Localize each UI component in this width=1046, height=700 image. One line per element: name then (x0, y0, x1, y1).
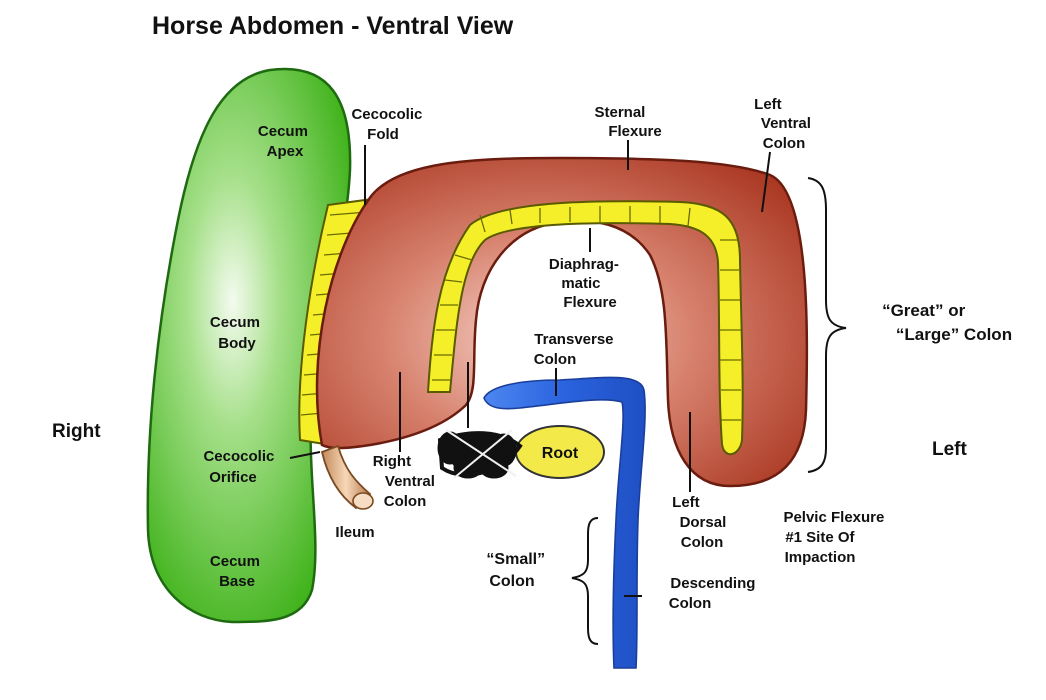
label-right-ventral-colon: Right Ventral Colon (373, 453, 439, 510)
leader-lines (289, 140, 771, 597)
label-diaphragmatic-flexure: Diaphrag- matic Flexure (549, 256, 623, 311)
label-cecum-apex: Cecum Apex (258, 123, 312, 160)
label-great-colon: “Great” or “Large” Colon (882, 301, 1012, 344)
label-small-colon: “Small” Colon (486, 551, 549, 590)
label-cecum-base: Cecum Base (210, 553, 264, 590)
label-right: Right (52, 421, 101, 442)
small-colon-shape (483, 376, 646, 669)
label-cecocolic-orifice: Cecocolic Orifice (203, 448, 278, 486)
label-left-ventral-colon: Left Ventral Colon (754, 96, 815, 152)
label-left: Left (932, 439, 968, 460)
colon-fold-hatching (432, 206, 741, 421)
label-ileum: Ileum (335, 524, 374, 541)
label-cecum-body: Cecum Body (210, 314, 264, 352)
label-left-dorsal-colon: Left Dorsal Colon (672, 494, 730, 551)
label-root: Root (542, 445, 579, 462)
redaction-scribble (437, 429, 523, 479)
label-transverse-colon: Transverse Colon (534, 331, 618, 368)
large-colon-shape (315, 156, 809, 488)
label-descending-colon: Descending Colon (669, 575, 760, 612)
label-pelvic-flexure: Pelvic Flexure #1 Site Of Impaction (783, 509, 888, 566)
ileum-opening (352, 492, 374, 510)
label-cecocolic-fold: Cecocolic Fold (351, 106, 426, 143)
great-colon-brace (807, 177, 847, 473)
label-sternal-flexure: Sternal Flexure (594, 104, 661, 140)
colon-fold-band (426, 200, 744, 455)
diagram-title: Horse Abdomen - Ventral View (152, 12, 514, 40)
small-colon-brace (571, 517, 599, 645)
